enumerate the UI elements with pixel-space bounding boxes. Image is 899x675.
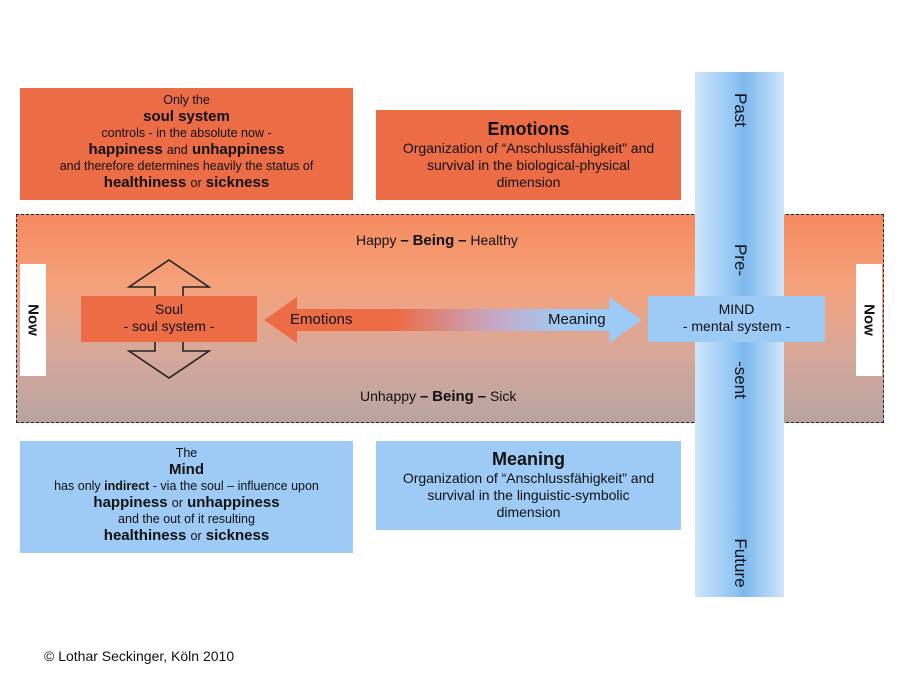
emotions-desc-3: dimension [496, 174, 561, 190]
mind-box: The Mind has only indirect - via the sou… [20, 441, 353, 553]
meaning-desc-3: dimension [496, 504, 561, 520]
band-dash-4: – [477, 388, 487, 405]
mind-happiness: happiness [93, 494, 168, 511]
mind-via-soul: - via the soul – influence upon [152, 479, 319, 493]
emotions-box: Emotions Organization of “Anschlussfähig… [376, 110, 681, 200]
soul-system-box: Only the soul system controls - in the a… [20, 88, 353, 200]
mind-healthiness: healthiness [103, 527, 187, 544]
mind-line-6: healthiness or sickness [20, 527, 353, 545]
soul-line-6: healthiness or sickness [20, 174, 353, 192]
soul-line-3: controls - in the absolute now - [101, 126, 272, 140]
mind-line-2: Mind [169, 461, 204, 478]
band-bottom-text: Unhappy – Being – Sick [360, 388, 516, 405]
meaning-title: Meaning [491, 449, 565, 469]
mind-label-line-1: MIND [718, 301, 755, 317]
band-healthy: Healthy [470, 232, 518, 248]
vertical-double-arrow [126, 259, 212, 379]
emotions-desc-2: survival in the biological-physical [426, 157, 631, 173]
emotions-desc-1: Organization of “Anschlussfähigkeit” and [402, 140, 655, 156]
mind-or-2: or [190, 529, 202, 543]
soul-line-1: Only the [163, 93, 210, 107]
meaning-desc-1: Organization of “Anschlussfähigkeit” and [402, 470, 655, 486]
band-happy: Happy [356, 232, 397, 248]
soul-or: or [190, 176, 202, 190]
emotions-title: Emotions [487, 119, 570, 139]
band-dash-3: – [419, 388, 429, 405]
mind-line-4: happiness or unhappiness [20, 494, 353, 512]
soul-line-4: happiness and unhappiness [20, 141, 353, 159]
copyright-text: © Lothar Seckinger, Köln 2010 [44, 648, 235, 664]
band-unhappy: Unhappy [360, 388, 417, 404]
soul-label-box: Soul - soul system - [81, 296, 257, 342]
band-dash-1: – [400, 232, 409, 249]
band-being-top: Being [412, 232, 455, 249]
band-dash-2: – [458, 232, 467, 249]
mind-label-box: MIND - mental system - [648, 296, 825, 342]
meaning-box: Meaning Organization of “Anschlussfähigk… [376, 441, 681, 530]
soul-label-line-1: Soul [154, 301, 184, 317]
mind-or-1: or [171, 496, 183, 510]
soul-line-2: soul system [143, 108, 230, 125]
soul-sickness: sickness [205, 174, 270, 191]
band-top-text: Happy – Being – Healthy [356, 232, 518, 249]
mind-line-5: and the out of it resulting [118, 512, 255, 526]
mind-line-1: The [175, 446, 198, 460]
soul-line-5: and therefore determines heavily the sta… [59, 159, 314, 173]
soul-happiness: happiness [88, 141, 163, 158]
now-right-tab: Now [856, 264, 882, 376]
now-left-tab: Now [20, 264, 46, 376]
mind-indirect: indirect [104, 479, 150, 493]
soul-and: and [166, 143, 188, 157]
mind-label-line-2: - mental system - [682, 318, 791, 334]
arrow-emotions-label: Emotions [290, 311, 353, 328]
mind-has-only: has only [54, 479, 101, 493]
meaning-desc-2: survival in the linguistic-symbolic [427, 487, 630, 503]
band-being-bottom: Being [432, 388, 474, 405]
arrow-meaning-label: Meaning [548, 311, 606, 328]
soul-unhappiness: unhappiness [191, 141, 285, 158]
band-sick: Sick [489, 388, 517, 404]
mind-unhappiness: unhappiness [187, 494, 280, 511]
mind-sickness: sickness [205, 527, 270, 544]
soul-label-line-2: - soul system - [123, 318, 215, 334]
soul-healthiness: healthiness [103, 174, 187, 191]
mind-line-3: has only indirect - via the soul – influ… [20, 479, 353, 494]
horizontal-double-arrow [264, 297, 642, 343]
